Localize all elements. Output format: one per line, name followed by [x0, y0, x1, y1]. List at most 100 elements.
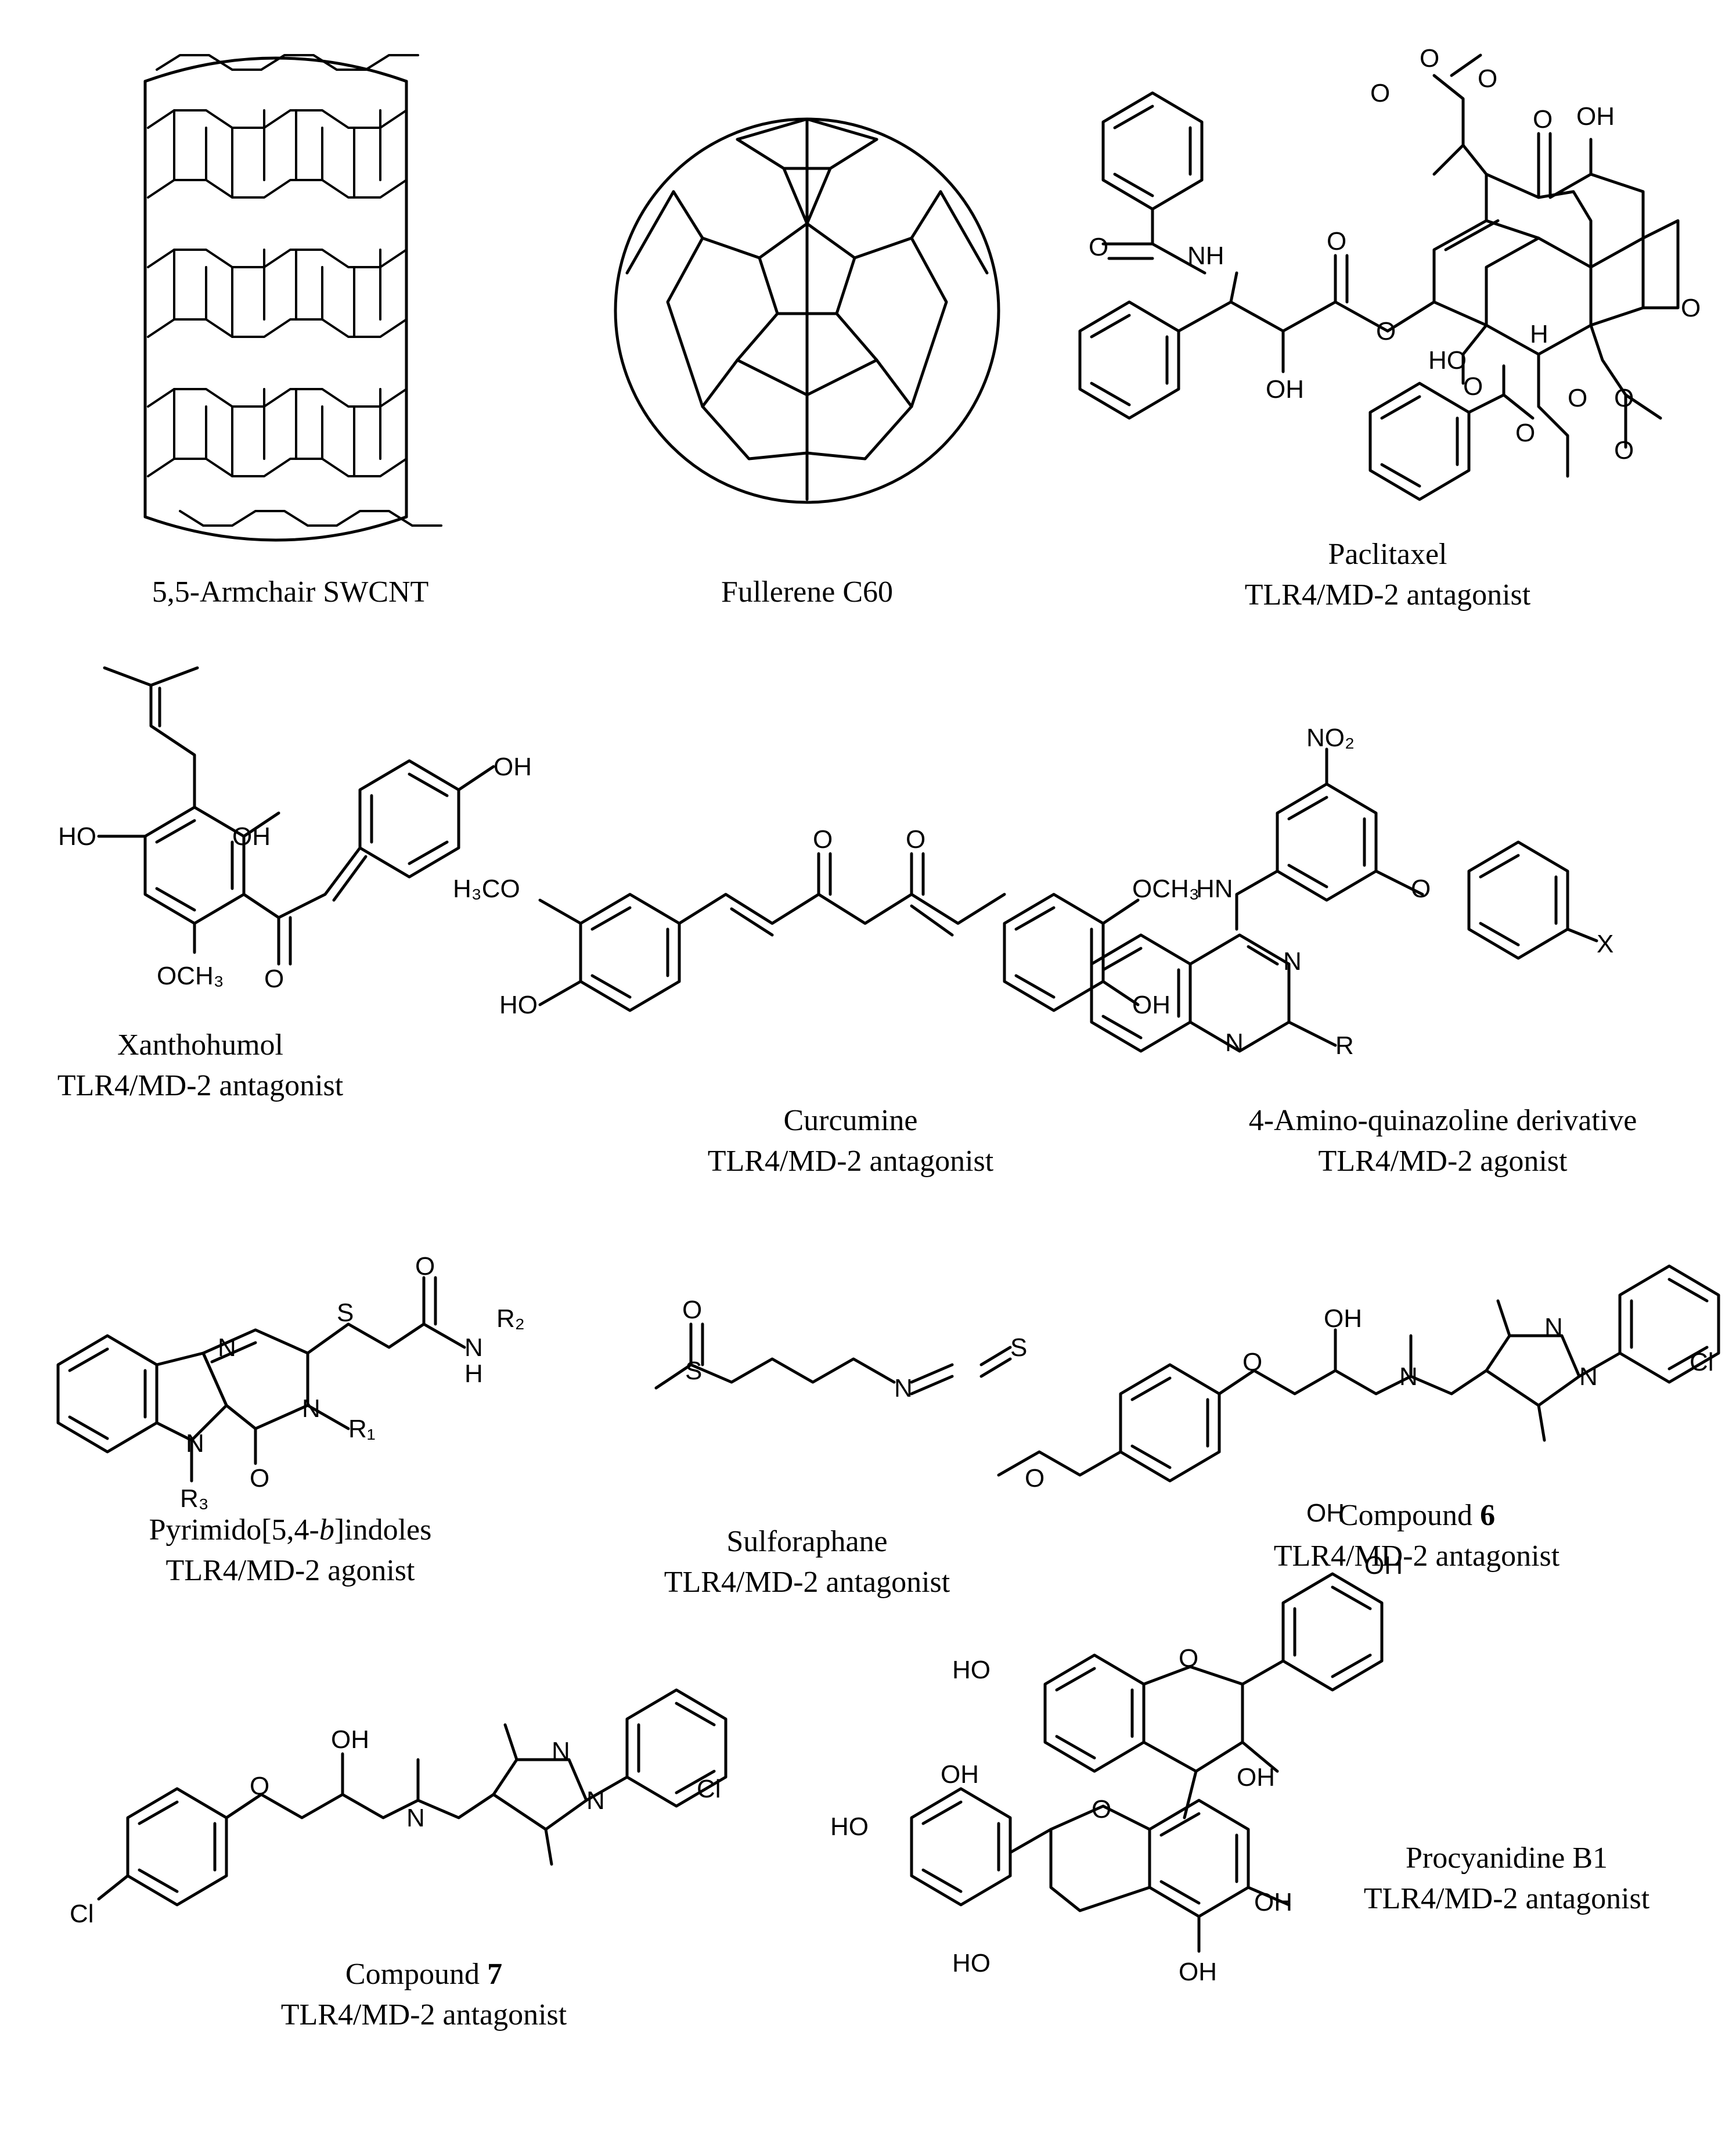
structure-drawings: [56, 53, 1720, 1953]
atom-label: S: [685, 1357, 702, 1385]
molecule-name: Compound 6: [1274, 1495, 1560, 1536]
molecule-name: Pyrimido[5,4-b]indoles: [149, 1510, 432, 1551]
atom-label: OH: [1576, 102, 1615, 131]
atom-label: OH: [1132, 991, 1170, 1019]
atom-label: HO: [952, 1949, 991, 1977]
atom-label: O: [1614, 436, 1634, 465]
atom-label: O: [906, 825, 925, 854]
caption-xanthohumol: Xanthohumol TLR4/MD-2 antagonist: [57, 1025, 344, 1106]
atom-label: H: [1530, 320, 1548, 348]
atom-label: O: [250, 1772, 269, 1800]
atom-label: N: [1544, 1313, 1563, 1342]
molecule-activity: TLR4/MD-2 antagonist: [1273, 1540, 1560, 1573]
molecule-activity: TLR4/MD-2 antagonist: [57, 1069, 344, 1102]
molecule-name: Paclitaxel: [1328, 538, 1447, 571]
caption-swcnt: 5,5-Armchair SWCNT: [152, 572, 429, 613]
atom-label: O: [682, 1296, 702, 1324]
atom-label: HO: [499, 991, 538, 1019]
nanotube-drawing: [143, 54, 442, 542]
atom-label: N: [1399, 1362, 1418, 1391]
caption-compound6: Compound 6 TLR4/MD-2 antagonist: [1274, 1495, 1560, 1577]
name-prefix: Pyrimido[5,4-: [149, 1513, 319, 1547]
atom-label: O: [1376, 317, 1396, 346]
atom-label: O: [1089, 233, 1108, 261]
atom-label: OH: [1266, 375, 1304, 404]
atom-label: HO: [58, 822, 96, 851]
molecule-name: 5,5-Armchair SWCNT: [152, 576, 429, 609]
atom-label: S: [1010, 1333, 1027, 1362]
fullerene-drawing: [614, 117, 1000, 504]
atom-label: O: [1242, 1348, 1262, 1376]
caption-curcumine: Curcumine TLR4/MD-2 antagonist: [708, 1101, 994, 1182]
molecule-activity: TLR4/MD-2 antagonist: [280, 1998, 567, 2031]
atom-label: O: [813, 825, 833, 854]
atom-label: N: [1579, 1362, 1598, 1391]
atom-label: N: [464, 1333, 483, 1362]
atom-label: O: [1420, 44, 1439, 73]
atom-label: H: [464, 1360, 483, 1388]
atom-label: N: [586, 1786, 605, 1815]
atom-label: N: [302, 1394, 320, 1423]
atom-label: HN: [1196, 875, 1233, 903]
atom-label: O: [1411, 875, 1431, 903]
atom-label: O: [1614, 384, 1634, 412]
name-italic: b: [319, 1513, 334, 1547]
atom-label: H₃CO: [453, 875, 520, 903]
atom-label: O: [1681, 294, 1701, 322]
atom-label: O: [1478, 64, 1497, 93]
atom-label: O: [1179, 1644, 1198, 1673]
atom-label: R₃: [180, 1484, 209, 1513]
atom-label: N: [552, 1737, 570, 1765]
molecule-activity: TLR4/MD-2 antagonist: [707, 1145, 994, 1178]
atom-label: O: [1515, 419, 1535, 447]
atom-label: HO: [830, 1812, 869, 1841]
caption-aminoquinazoline: 4-Amino-quinazoline derivative TLR4/MD-2…: [1249, 1101, 1637, 1182]
atom-label: R: [1335, 1031, 1354, 1060]
caption-sulforaphane: Sulforaphane TLR4/MD-2 antagonist: [664, 1522, 950, 1603]
atom-label: O: [264, 965, 284, 993]
pyrimidoindoles-drawing: [56, 1276, 466, 1483]
atom-label: N: [894, 1374, 913, 1402]
molecule-activity: TLR4/MD-2 antagonist: [1244, 578, 1531, 612]
atom-label: HO: [1428, 346, 1467, 375]
molecule-name: Xanthohumol: [117, 1028, 283, 1062]
atom-label: N: [1225, 1028, 1244, 1057]
atom-label: Cl: [697, 1775, 721, 1803]
atom-label: O: [250, 1464, 269, 1493]
atom-label: OH: [1254, 1888, 1292, 1916]
atom-label: O: [1568, 384, 1587, 412]
caption-fullerene: Fullerene C60: [721, 572, 893, 613]
atom-label: OCH₃: [1132, 875, 1200, 903]
atom-label: OH: [1324, 1304, 1362, 1333]
atom-label: N: [218, 1333, 236, 1362]
molecule-name: Compound 7: [281, 1954, 567, 1995]
atom-label: OH: [232, 822, 271, 851]
atom-label: N: [406, 1804, 425, 1832]
curcumine-drawing: [538, 852, 1140, 1012]
compound-number: 6: [1480, 1499, 1496, 1532]
name-text: Compound: [345, 1958, 488, 1991]
atom-label: R₂: [496, 1304, 525, 1333]
name-text: Compound: [1338, 1499, 1481, 1532]
atom-label: O: [415, 1252, 435, 1281]
molecule-name: Fullerene C60: [721, 576, 894, 609]
atom-label: X: [1597, 930, 1613, 958]
atom-label: Cl: [1690, 1348, 1714, 1376]
atom-label: OCH₃: [157, 962, 224, 990]
molecule-name: Sulforaphane: [726, 1525, 888, 1558]
atom-label: OH: [941, 1760, 979, 1789]
atom-label: O: [1327, 227, 1346, 256]
molecule-activity: TLR4/MD-2 agonist: [165, 1554, 415, 1587]
molecule-activity: TLR4/MD-2 agonist: [1318, 1145, 1568, 1178]
molecule-name: Curcumine: [783, 1104, 918, 1137]
paclitaxel-drawing: [1078, 53, 1680, 501]
aminoquinazoline-drawing: [1090, 747, 1598, 1053]
compound6-drawing: [997, 1264, 1720, 1483]
atom-label: HO: [952, 1656, 991, 1684]
molecule-name: 4-Amino-quinazoline derivative: [1248, 1104, 1637, 1137]
atom-label: Cl: [70, 1900, 94, 1928]
atom-label: O: [1025, 1464, 1045, 1493]
atom-label: S: [337, 1299, 354, 1327]
procyanidine-drawing: [910, 1572, 1384, 1953]
